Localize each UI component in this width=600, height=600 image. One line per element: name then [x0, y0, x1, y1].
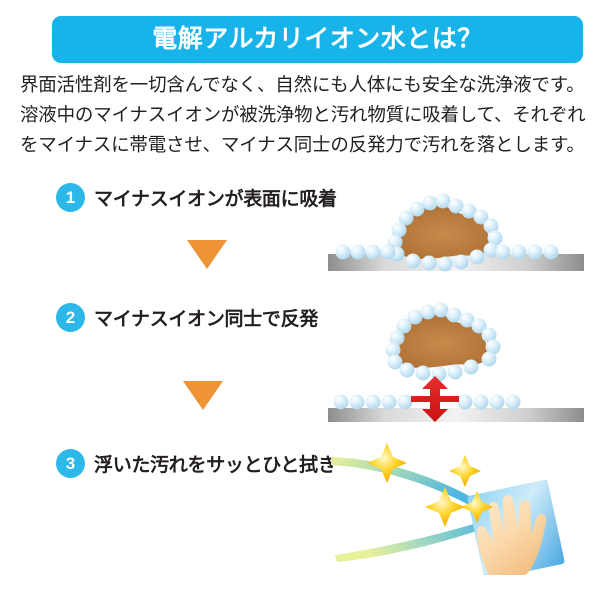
header-banner: 電解アルカリイオン水とは？: [52, 16, 583, 63]
step-number-badge-2: 2: [56, 303, 85, 332]
sparkle-star-3: [425, 487, 465, 527]
sparkle-star-4: [461, 491, 493, 523]
ion-bubbles-surface: [333, 394, 521, 410]
step-number-badge-1: 1: [56, 183, 85, 212]
sparkle-star-2: [449, 455, 481, 487]
swoosh-streak-upper: [331, 457, 475, 506]
sparkle-stars: [367, 443, 493, 527]
intro-line-1: 界面活性剤を一切含んでなく、自然にも人体にも安全な洗浄液です。: [20, 74, 585, 95]
intro-line-3: をマイナスに帯電させ、マイナス同士の反発力で汚れを落とします。: [20, 134, 585, 155]
arrow-down-icon-2: [183, 381, 223, 410]
step-number-badge-3: 3: [56, 449, 85, 478]
arrow-down-icon-1: [187, 240, 227, 269]
page-title: 電解アルカリイオン水とは？: [152, 25, 483, 53]
step-label-1: マイナスイオンが表面に吸着: [94, 189, 337, 210]
intro-line-2: 溶液中のマイナスイオンが被洗浄物と汚れ物質に吸着して、それぞれ: [20, 104, 586, 125]
illustration-ions-adhere: [325, 182, 587, 277]
step-row-1: 1 マイナスイオンが表面に吸着: [56, 183, 337, 212]
repulsion-arrow-icon: [411, 376, 459, 422]
intro-paragraph: 界面活性剤を一切含んでなく、自然にも人体にも安全な洗浄液です。 溶液中のマイナス…: [20, 70, 586, 160]
sparkle-star-1: [367, 443, 407, 483]
step-row-3: 3 浮いた汚れをサッとひと拭き: [56, 449, 337, 478]
step-label-3: 浮いた汚れをサッとひと拭き: [94, 455, 337, 476]
hand-icon: [477, 495, 547, 575]
swoosh-streak-lower: [335, 523, 478, 562]
illustration-hand-wiping: [325, 425, 593, 575]
surface-bar: [328, 408, 584, 422]
ion-bubbles: [335, 193, 559, 272]
step-label-2: マイナスイオン同士で反発: [94, 309, 319, 330]
illustration-ion-repulsion: [325, 298, 587, 423]
step-row-2: 2 マイナスイオン同士で反発: [56, 303, 318, 332]
